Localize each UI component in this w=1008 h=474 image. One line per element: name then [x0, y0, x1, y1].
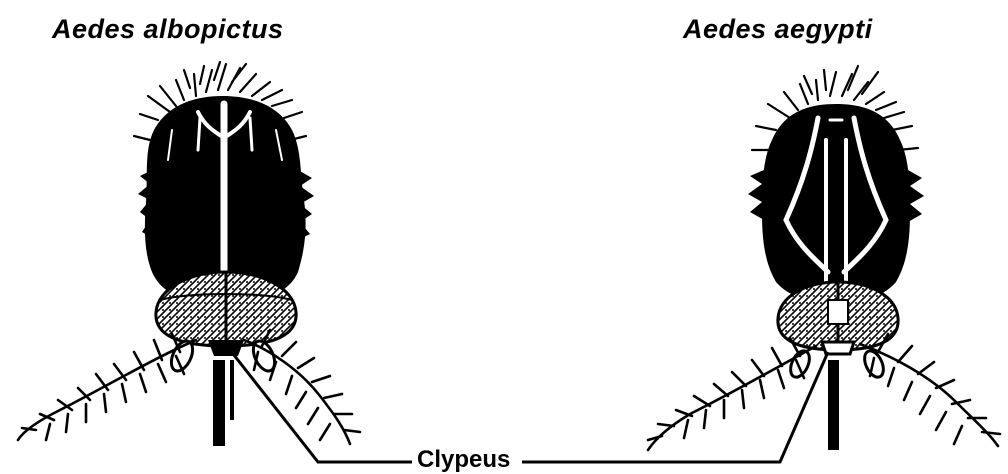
aegypti-head — [778, 282, 898, 350]
albopictus-clypeus — [208, 340, 244, 356]
aegypti-proboscis — [828, 360, 839, 450]
aegypti-scutum — [762, 104, 910, 304]
albopictus-proboscis — [213, 360, 225, 446]
albopictus-figure — [18, 62, 360, 446]
albopictus-head — [156, 272, 296, 346]
aegypti-figure — [648, 66, 1000, 450]
clypeus-callout-lines — [230, 350, 828, 462]
clypeus-label: Clypeus — [417, 446, 510, 474]
